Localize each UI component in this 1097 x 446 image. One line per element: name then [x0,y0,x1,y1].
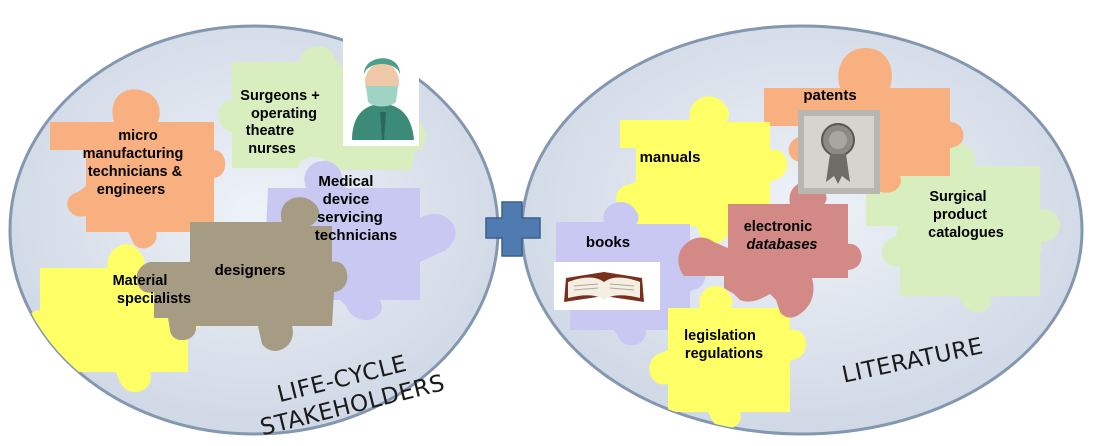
plus-icon [485,201,541,257]
label-patents: patents [803,87,856,104]
label-designers: designers [215,262,286,279]
puzzle-piece-designers [136,197,348,351]
label-surgeons: Surgeons + operating theatre nurses [240,88,323,157]
book-image [554,262,660,310]
label-legislation: legislation regulations [684,328,763,362]
puzzle-piece-electronic [678,181,862,318]
label-medical: Medical device servicing technicians [315,173,398,244]
label-material: Material specialists [113,273,192,307]
patent-image [798,110,880,194]
puzzle-piece-surgical [866,143,1060,313]
label-books: books [586,234,630,251]
label-micro: micro manufacturing technicians & engine… [83,128,188,198]
label-surgical: Surgical product catalogues [928,189,1004,241]
puzzle-piece-legislation [649,286,807,429]
surgeon-image [343,24,419,146]
puzzle-piece-micro [50,89,226,249]
label-electronic: electronic databases [744,219,818,253]
label-manuals: manuals [640,149,701,166]
